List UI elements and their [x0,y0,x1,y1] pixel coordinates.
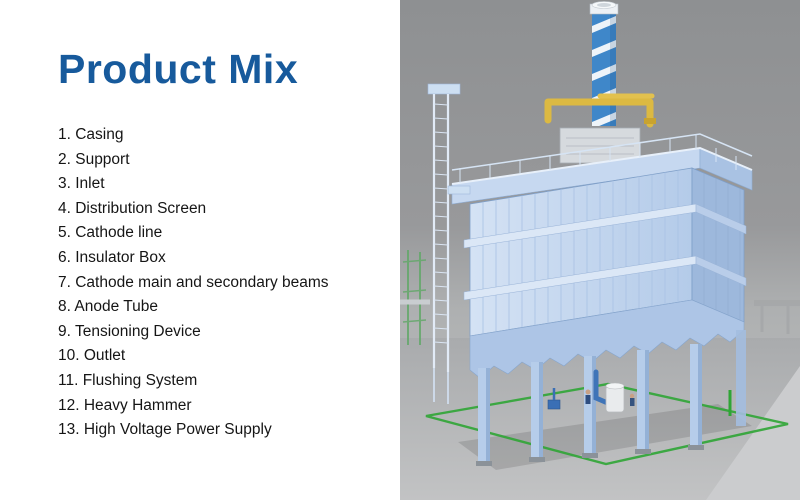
ladder-tower [427,83,471,404]
product-list-item: 5. Cathode line [58,224,163,242]
product-list: 1. Casing 2. Support 3. Inlet 4. Distrib… [58,123,382,443]
product-list-item: 3. Inlet [58,175,105,193]
product-list-item: 4. Distribution Screen [58,199,207,217]
product-list-item: 7. Cathode main and secondary beams [58,273,329,291]
support-leg-back [736,330,746,426]
product-list-item: 12. Heavy Hammer [58,396,192,414]
support-skirt [469,299,745,379]
background-scaffold [400,250,800,345]
page-title: Product Mix [58,46,299,92]
ground-equipment [547,369,635,413]
support-legs [476,344,704,466]
yellow-pipes [544,93,656,128]
casing-body [463,167,747,337]
chimney [589,1,619,126]
product-list-item: 9. Tensioning Device [58,322,201,340]
product-list-item: 8. Anode Tube [58,298,158,316]
deck-railing [451,133,753,183]
equipment-3d-render [400,0,800,500]
product-list-item: 6. Insulator Box [58,248,166,266]
equipment-image [400,0,800,500]
floor-platform-right [706,366,800,500]
product-list-item: 10. Outlet [58,347,126,365]
worker-figure [585,389,591,404]
worker-figure [629,393,635,406]
product-list-item: 11. Flushing System [58,371,198,389]
product-list-item: 2. Support [58,150,130,168]
product-list-item: 13. High Voltage Power Supply [58,421,272,439]
content-panel: Product Mix 1. Casing 2. Support 3. Inle… [58,46,382,443]
top-deck [451,146,753,205]
product-list-item: 1. Casing [58,126,124,143]
